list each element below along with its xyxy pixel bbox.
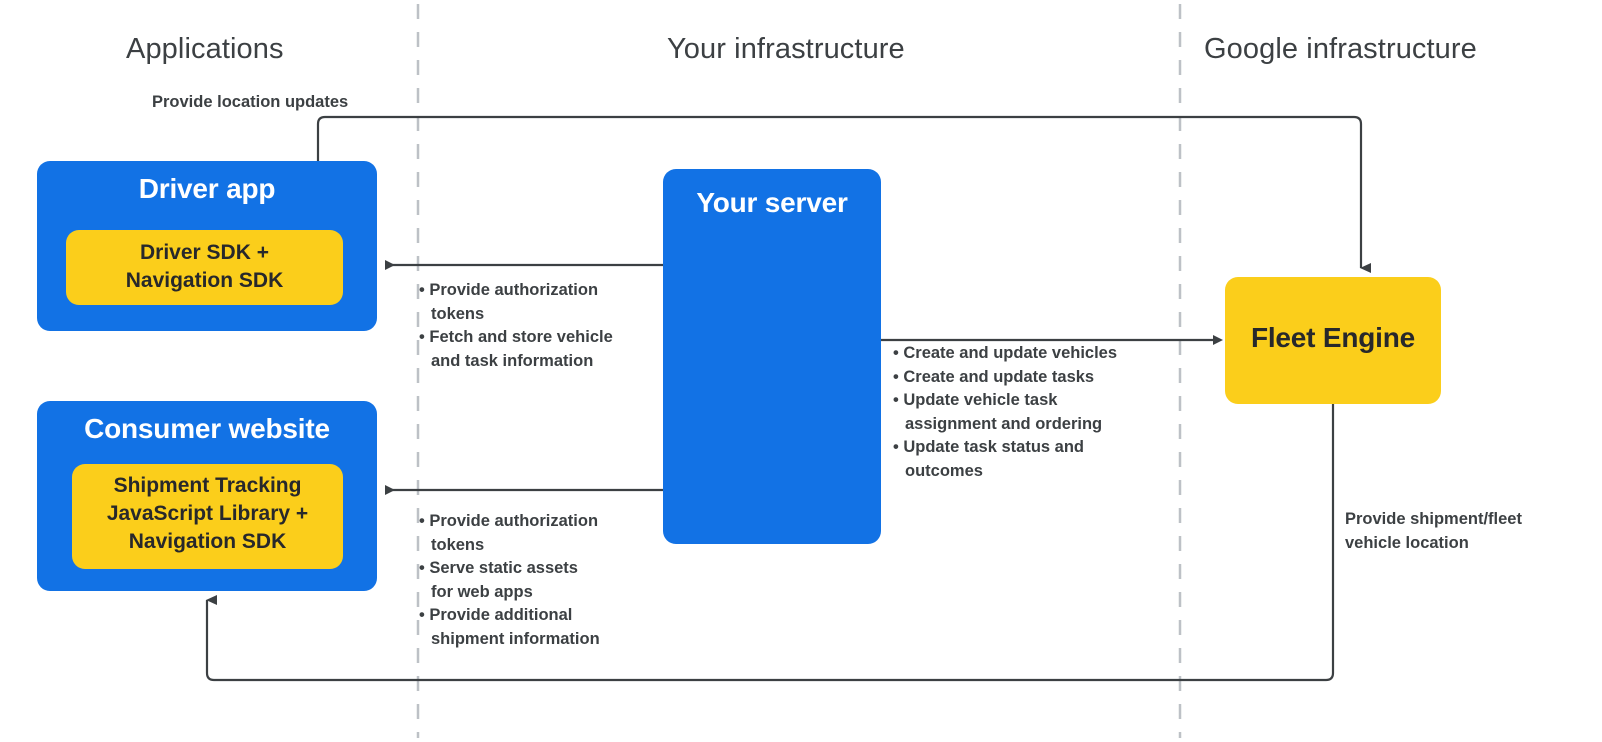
annotation-consumer-server-line-4: for web apps	[431, 582, 533, 601]
annotation-shipment-location-line-1: Provide shipment/fleet	[1345, 510, 1522, 528]
annotation-provide-location-updates: Provide location updates	[152, 93, 349, 111]
node-shipment-tracking-line1: Shipment Tracking	[113, 474, 302, 497]
node-your-server-title: Your server	[696, 187, 848, 218]
annotation-consumer-server-line-2: tokens	[431, 535, 485, 554]
annotation-server-fleet-line-5: • Update task status and	[893, 438, 1084, 456]
node-shipment-tracking-line3: Navigation SDK	[128, 530, 287, 553]
zone-title-your-infrastructure: Your infrastructure	[667, 33, 905, 65]
node-fleet-engine-title: Fleet Engine	[1250, 322, 1416, 353]
zone-title-google-infrastructure: Google infrastructure	[1204, 33, 1477, 65]
node-driver-sdk-label-line2: Navigation SDK	[125, 269, 284, 292]
annotation-server-fleet-line-6: outcomes	[905, 461, 983, 480]
node-shipment-tracking-library[interactable]: Shipment Tracking JavaScript Library + N…	[72, 464, 343, 569]
annotation-driver-server-line-1: • Provide authorization	[419, 281, 599, 299]
connector-driver-to-fleet	[316, 115, 1371, 273]
annotation-consumer-server-line-3: • Serve static assets	[419, 559, 578, 577]
annotation-server-fleet: • Create and update vehicles • Create an…	[893, 342, 1117, 483]
zone-title-applications: Applications	[126, 33, 284, 65]
node-your-server[interactable]: Your server	[663, 169, 881, 544]
node-consumer-website-title: Consumer website	[84, 413, 330, 444]
annotation-driver-server-line-4: and task information	[431, 351, 594, 370]
annotation-provide-shipment-fleet-location: Provide shipment/fleet vehicle location	[1345, 508, 1522, 555]
annotation-server-fleet-line-3: • Update vehicle task	[893, 391, 1058, 409]
annotation-server-fleet-line-2: • Create and update tasks	[893, 367, 1095, 386]
annotation-consumer-server-line-6: shipment information	[431, 629, 600, 648]
annotation-server-fleet-line-4: assignment and ordering	[905, 414, 1103, 433]
annotation-driver-server-line-3: • Fetch and store vehicle	[419, 328, 613, 346]
annotation-driver-server: • Provide authorization tokens • Fetch a…	[419, 279, 613, 373]
node-driver-sdk-label-line1: Driver SDK +	[140, 241, 269, 264]
node-fleet-engine[interactable]: Fleet Engine	[1225, 277, 1441, 404]
node-driver-sdk[interactable]: Driver SDK + Navigation SDK	[66, 230, 343, 305]
annotation-consumer-server-line-5: • Provide additional	[419, 606, 573, 624]
annotation-server-fleet-line-1: • Create and update vehicles	[893, 344, 1118, 362]
node-shipment-tracking-line2: JavaScript Library +	[106, 502, 309, 525]
annotation-consumer-server-line-1: • Provide authorization	[419, 512, 599, 530]
connector-fleet-to-consumer	[205, 404, 1335, 682]
annotation-consumer-server: • Provide authorization tokens • Serve s…	[419, 510, 600, 651]
node-driver-app-title: Driver app	[138, 173, 276, 204]
annotation-shipment-location-line-2: vehicle location	[1345, 533, 1469, 552]
annotation-driver-server-line-2: tokens	[431, 304, 485, 323]
